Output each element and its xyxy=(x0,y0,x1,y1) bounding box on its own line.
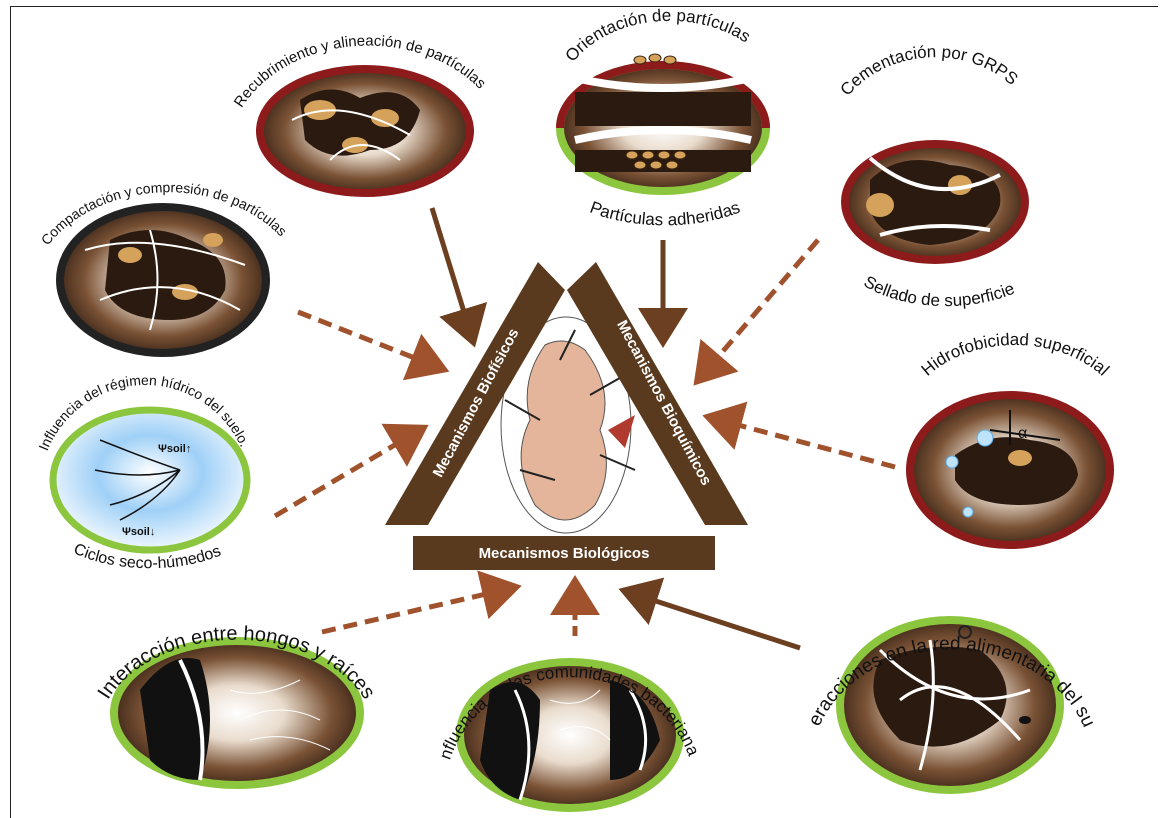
psi-up-label: Ψsoil↑ xyxy=(158,443,191,455)
particle-shape xyxy=(203,233,223,247)
particle-shape xyxy=(118,247,142,263)
arrow-hidrofobicidad xyxy=(712,418,895,467)
arrow-red xyxy=(628,592,800,648)
label-sellado: Sellado de superficie xyxy=(861,272,1017,310)
node-recubrimiento xyxy=(260,69,470,193)
label-adheridas: Partículas adheridas xyxy=(587,198,742,230)
psi-down-label: Ψsoil↓ xyxy=(122,526,155,538)
particle-shape xyxy=(1008,450,1032,466)
arrow-cementacion xyxy=(700,240,818,378)
node-cementacion xyxy=(845,144,1025,260)
mite-icon xyxy=(1019,716,1031,724)
node-regimen: Ψsoil↑ Ψsoil↓ xyxy=(53,410,247,550)
arrow-hongos xyxy=(322,588,512,632)
label-biologicos: Mecanismos Biológicos xyxy=(479,545,650,562)
label-hidrofobicidad: Hidrofobicidad superficial xyxy=(918,330,1113,380)
water-drop-icon xyxy=(963,507,973,517)
arrow-recubrimiento xyxy=(432,208,472,338)
node-hidrofobicidad: α xyxy=(910,395,1110,545)
central-aggregate xyxy=(521,341,606,520)
water-drop-icon xyxy=(946,456,958,468)
node-compactacion xyxy=(60,207,266,353)
particle-shape xyxy=(866,193,894,217)
soil-band xyxy=(575,92,751,126)
water-drop-icon xyxy=(977,430,993,446)
central-triangle: Mecanismos Biofísicos Mecanismos Bioquím… xyxy=(385,262,748,570)
arrow-compactacion xyxy=(298,312,440,368)
node-orientacion xyxy=(560,54,766,191)
alpha-symbol: α xyxy=(1018,425,1027,442)
label-cementacion: Cementación por GRPS xyxy=(837,42,1022,99)
